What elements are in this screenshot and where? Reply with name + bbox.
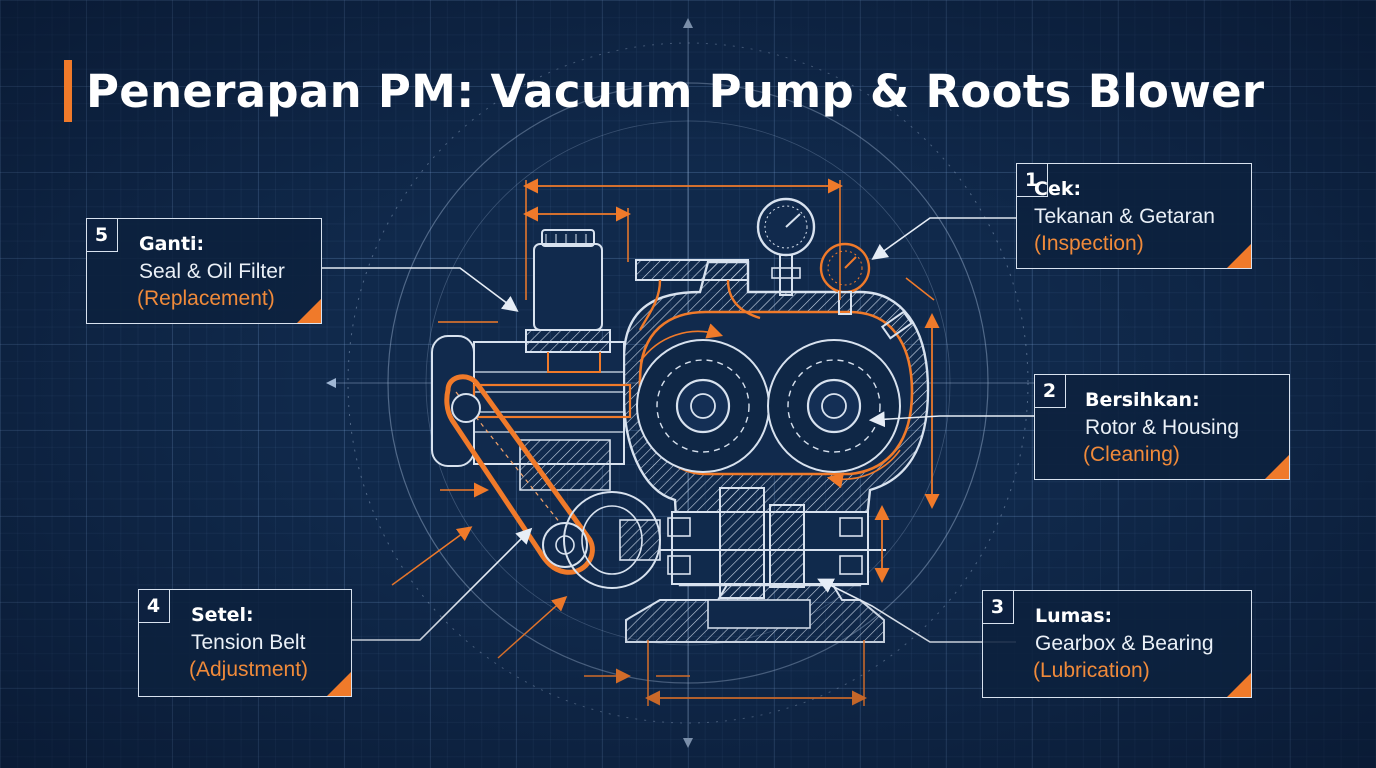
step-card-inspection: 1 Cek: Tekanan & Getaran (Inspection) [1015,162,1252,269]
step-subject: Tension Belt [191,631,306,654]
step-subject: Seal & Oil Filter [139,260,285,283]
step-subject: Tekanan & Getaran [1034,205,1215,228]
title-block: Penerapan PM: Vacuum Pump & Roots Blower [64,58,1264,124]
page-title: Penerapan PM: Vacuum Pump & Roots Blower [86,64,1265,118]
step-heading: Bersihkan: [1085,389,1200,411]
step-english-label: (Inspection) [1034,232,1144,255]
step-card-replacement: 5 Ganti: Seal & Oil Filter (Replacement) [85,217,322,324]
step-card-adjustment: 4 Setel: Tension Belt (Adjustment) [137,588,352,697]
pressure-gauge-icon [756,197,816,296]
step-english-label: (Cleaning) [1083,443,1180,466]
corner-accent [327,672,351,696]
oil-filter-icon [525,229,611,373]
step-card-lubrication: 3 Lumas: Gearbox & Bearing (Lubrication) [981,589,1252,698]
step-heading: Cek: [1034,178,1082,200]
step-number: 5 [85,217,118,252]
step-number: 4 [137,588,170,623]
step-english-label: (Replacement) [137,287,275,310]
step-number: 1 [1015,162,1048,197]
step-subject: Gearbox & Bearing [1035,632,1214,655]
step-number: 2 [1033,373,1066,408]
corner-accent [1227,244,1251,268]
corner-accent [297,299,321,323]
step-heading: Ganti: [139,233,205,255]
corner-accent [1227,673,1251,697]
step-card-cleaning: 2 Bersihkan: Rotor & Housing (Cleaning) [1033,373,1290,480]
step-english-label: (Lubrication) [1033,659,1150,682]
step-number: 3 [981,589,1014,624]
rotor-right [767,339,901,473]
rotor-left [636,339,770,473]
step-english-label: (Adjustment) [189,658,309,681]
step-heading: Setel: [191,604,254,626]
corner-accent [1265,455,1289,479]
title-accent-bar [64,60,72,122]
step-heading: Lumas: [1035,605,1113,627]
step-subject: Rotor & Housing [1085,416,1240,439]
